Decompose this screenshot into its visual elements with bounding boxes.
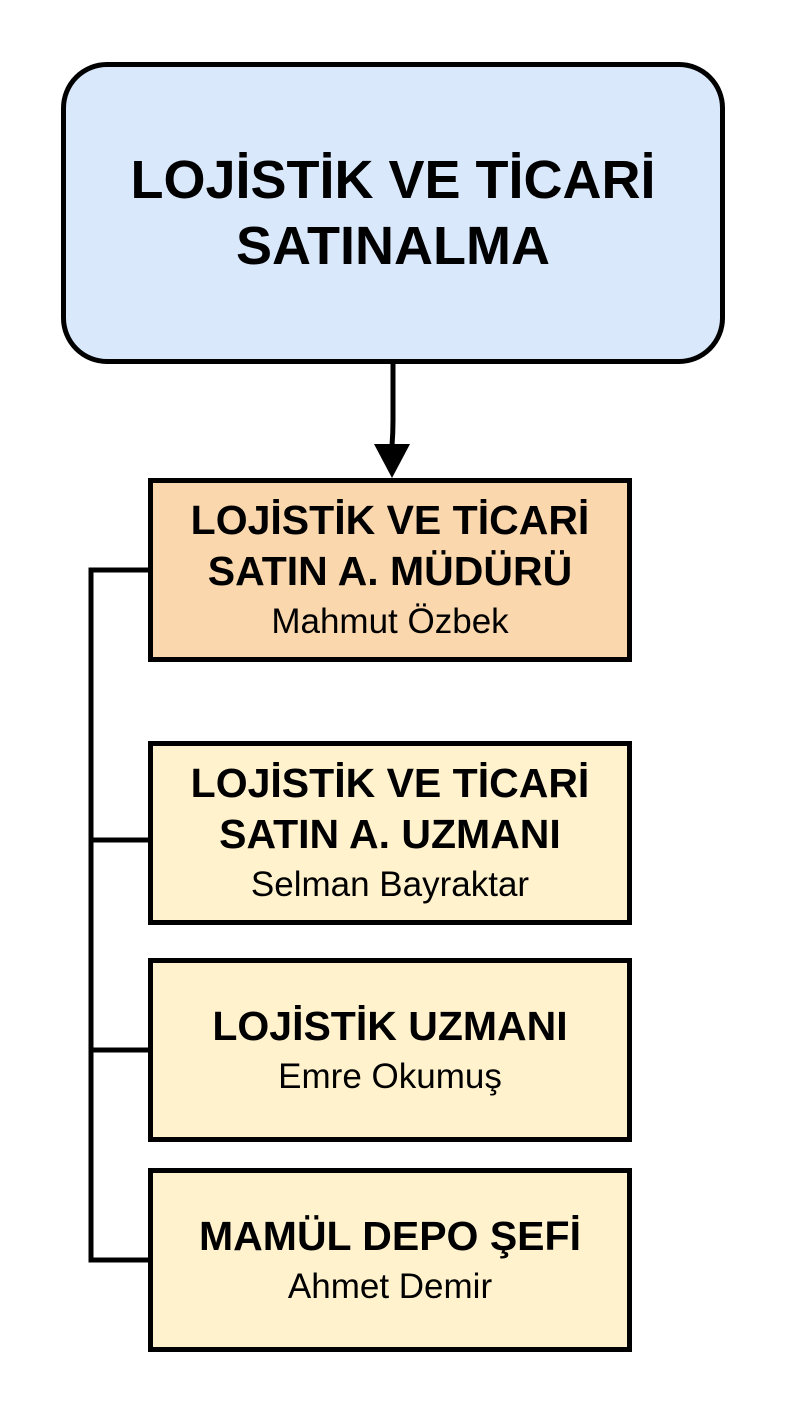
manager-person-name: Mahmut Özbek [271, 602, 509, 641]
staff-node-mamul-depo-sefi: MAMÜL DEPO ŞEFİ Ahmet Demir [148, 1168, 632, 1352]
staff-node-lojistik-uzmani: LOJİSTİK UZMANI Emre Okumuş [148, 958, 632, 1142]
staff-node-satin-alma-uzmani: LOJİSTİK VE TİCARİ SATIN A. UZMANI Selma… [148, 741, 632, 925]
staff-1-title-line-2: SATIN A. UZMANI [219, 811, 561, 857]
root-to-manager-arrow-line [389, 364, 396, 447]
staff-3-person-name: Ahmet Demir [287, 1266, 493, 1306]
root-title-line-1: LOJİSTİK VE TİCARİ [130, 150, 656, 210]
staff-2-title: LOJİSTİK UZMANI [212, 1002, 568, 1049]
staff-2-person-name: Emre Okumuş [278, 1056, 502, 1096]
staff-3-title: MAMÜL DEPO ŞEFİ [199, 1212, 581, 1259]
manager-node: LOJİSTİK VE TİCARİ SATIN A. MÜDÜRÜ Mahmu… [148, 478, 632, 662]
root-title-line-2: SATINALMA [236, 216, 550, 276]
staff-1-title-line-1: LOJİSTİK VE TİCARİ [190, 760, 590, 806]
manager-title-line-2: SATIN A. MÜDÜRÜ [207, 548, 573, 594]
arrowhead [374, 444, 410, 478]
root-node-lojistik-satinalma: LOJİSTİK VE TİCARİ SATINALMA [61, 62, 725, 364]
tree-bracket-line [88, 567, 148, 1263]
manager-title-line-1: LOJİSTİK VE TİCARİ [190, 497, 590, 543]
staff-1-person-name: Selman Bayraktar [250, 865, 530, 904]
